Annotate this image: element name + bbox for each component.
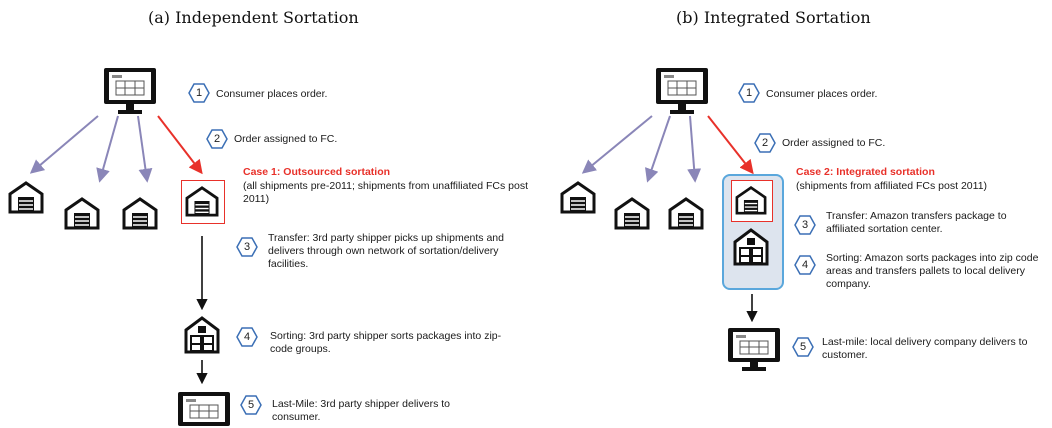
step-text: Sorting: Amazon sorts packages into zip … <box>826 252 1039 290</box>
arrow-a-red <box>157 115 203 175</box>
warehouse-icon <box>560 180 596 214</box>
step-number: 5 <box>799 341 807 353</box>
warehouse-icon <box>122 196 158 230</box>
case-title: Case 1: Outsourced sortation <box>243 166 391 178</box>
computer-monitor-icon <box>102 66 158 116</box>
step-text: Last-mile: local delivery company delive… <box>822 336 1028 361</box>
warehouse-icon <box>735 185 767 215</box>
case-note: (shipments from affiliated FCs post 2011… <box>796 180 988 192</box>
number-hexagon-icon: 1 <box>188 82 210 104</box>
arrow-a-1 <box>29 115 99 174</box>
step-text: Transfer: Amazon transfers package to af… <box>826 210 1007 235</box>
sortation-center-icon <box>184 316 220 354</box>
computer-monitor-icon <box>726 326 782 372</box>
step-text: Transfer: 3rd party shipper picks up shi… <box>268 232 504 270</box>
step-number: 2 <box>213 133 221 145</box>
step-number: 1 <box>745 87 753 99</box>
step-text: Consumer places order. <box>766 88 878 100</box>
step-text: Consumer places order. <box>216 88 328 100</box>
computer-monitor-icon <box>176 390 232 428</box>
step-number: 2 <box>761 137 769 149</box>
number-hexagon-icon: 3 <box>236 236 258 258</box>
step-number: 1 <box>195 87 203 99</box>
computer-monitor-icon <box>654 66 710 116</box>
warehouse-icon <box>185 185 219 217</box>
outsourced-fc-highlight <box>181 180 225 224</box>
number-hexagon-icon: 5 <box>792 336 814 358</box>
number-hexagon-icon: 2 <box>754 132 776 154</box>
number-hexagon-icon: 5 <box>240 394 262 416</box>
step-number: 3 <box>243 241 251 253</box>
arrow-a-2 <box>96 115 119 183</box>
case-title: Case 2: Integrated sortation <box>796 166 935 178</box>
step-number: 4 <box>801 259 809 271</box>
number-hexagon-icon: 2 <box>206 128 228 150</box>
number-hexagon-icon: 1 <box>738 82 760 104</box>
step-text: Order assigned to FC. <box>234 133 338 145</box>
arrow-b-red <box>707 115 754 175</box>
warehouse-icon <box>64 196 100 230</box>
sortation-center-icon <box>733 228 769 266</box>
arrow-b-2 <box>645 115 671 183</box>
number-hexagon-icon: 4 <box>236 326 258 348</box>
step-text: Order assigned to FC. <box>782 137 886 149</box>
step-number: 4 <box>243 331 251 343</box>
warehouse-icon <box>8 180 44 214</box>
number-hexagon-icon: 3 <box>794 214 816 236</box>
step-text: Last-Mile: 3rd party shipper delivers to… <box>272 398 450 423</box>
arrow-a-3 <box>137 115 153 183</box>
warehouse-icon <box>668 196 704 230</box>
step-number: 3 <box>801 219 809 231</box>
step-number: 5 <box>247 399 255 411</box>
panel-a-title: (a) Independent Sortation <box>148 8 359 27</box>
warehouse-icon <box>614 196 650 230</box>
arrow-b-3 <box>687 115 702 183</box>
case-note: (all shipments pre-2011; shipments from … <box>243 180 528 205</box>
step-text: Sorting: 3rd party shipper sorts package… <box>270 330 502 355</box>
arrow-b-1 <box>581 115 653 174</box>
panel-b-title: (b) Integrated Sortation <box>676 8 871 27</box>
number-hexagon-icon: 4 <box>794 254 816 276</box>
